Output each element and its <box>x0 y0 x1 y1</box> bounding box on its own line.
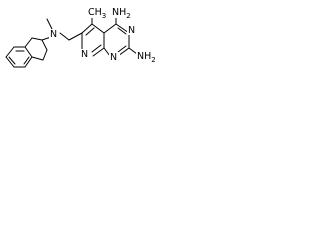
label-backdrop <box>109 52 120 62</box>
bond <box>68 32 83 41</box>
label-backdrop <box>136 50 159 62</box>
bond-double-inner <box>117 45 127 53</box>
bond <box>91 23 105 34</box>
methyl-label-subscript: 3 <box>102 12 106 20</box>
amino-top-label: NH2 <box>112 7 131 20</box>
bond <box>42 49 48 61</box>
bond <box>115 23 130 34</box>
bond-double-inner <box>85 27 95 36</box>
bond <box>31 56 44 61</box>
bond <box>24 46 33 58</box>
bond-n-methyl <box>46 18 53 30</box>
bond <box>5 46 15 58</box>
bond-double-inner <box>117 27 127 35</box>
bond <box>41 39 48 51</box>
amine-nitrogen-label: N <box>50 29 57 40</box>
bond-double-inner <box>23 56 30 65</box>
bond <box>59 32 70 41</box>
bond <box>103 23 117 34</box>
bond-double-inner <box>8 56 16 65</box>
bond <box>128 47 138 55</box>
amino-top-label-subscript: 2 <box>126 12 130 20</box>
bond-double-inner <box>91 44 102 53</box>
ring-nitrogen-lower-right-label: N <box>110 52 117 63</box>
label-backdrop <box>127 25 138 35</box>
atom-label-set: N N N N CH3 NH2 NH2 <box>49 5 159 64</box>
bond <box>24 37 33 48</box>
bond <box>81 23 93 34</box>
bond-set <box>5 16 138 68</box>
amino-top-label-main: NH <box>112 7 126 18</box>
label-backdrop <box>112 6 134 18</box>
ring-nitrogen-upper-label: N <box>128 25 135 36</box>
bond <box>5 56 15 68</box>
label-backdrop <box>88 5 108 18</box>
methyl-label-main: CH <box>88 7 102 18</box>
chemical-structure-diagram: N N N N CH3 NH2 NH2 <box>5 5 159 68</box>
label-backdrop <box>80 49 91 59</box>
amino-right-label-subscript: 2 <box>151 56 155 64</box>
methyl-label: CH3 <box>88 7 106 20</box>
bond <box>24 56 33 68</box>
amino-right-label: NH2 <box>137 51 156 64</box>
ring-nitrogen-lower-left-label: N <box>81 49 88 60</box>
label-backdrop <box>49 29 59 39</box>
bond <box>31 37 43 41</box>
amino-right-label-main: NH <box>137 51 151 62</box>
bond <box>92 47 105 57</box>
